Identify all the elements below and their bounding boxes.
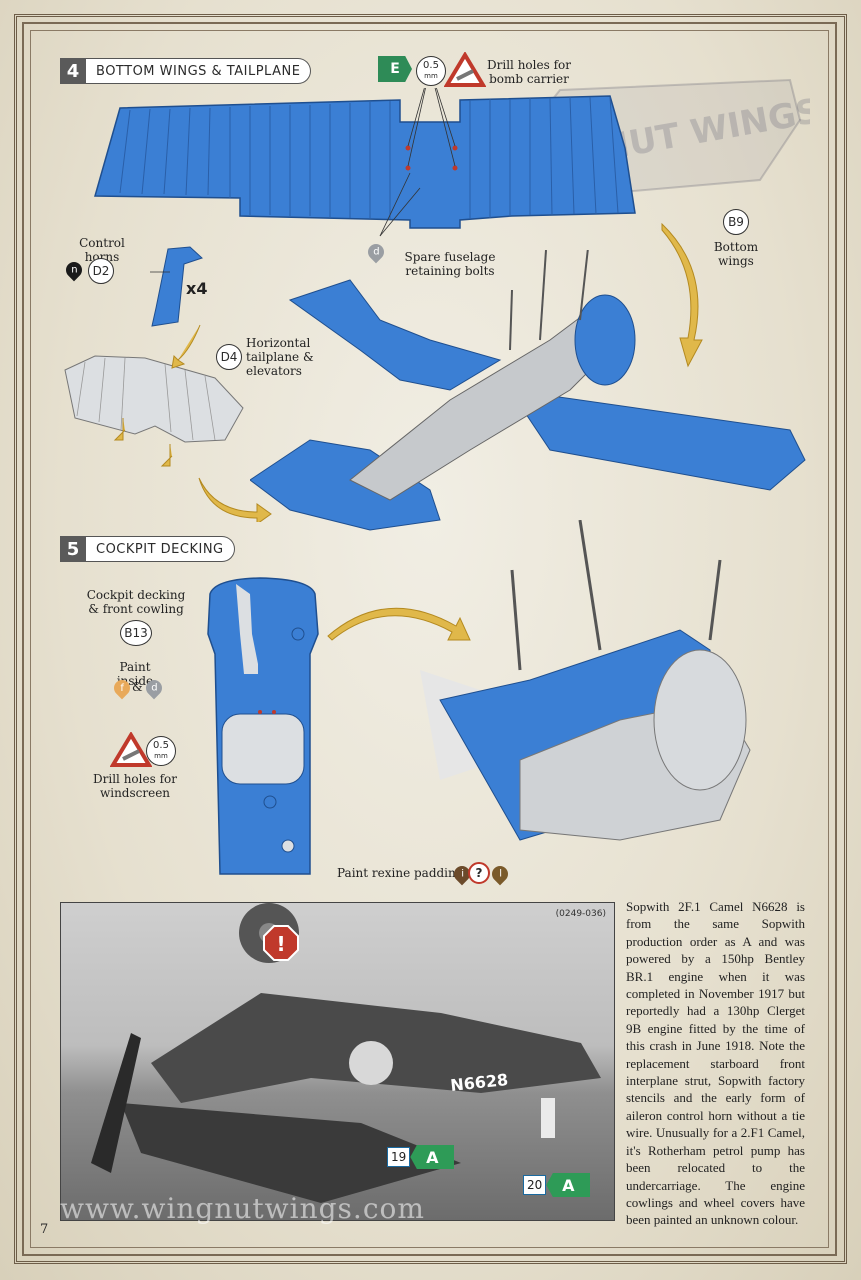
callout-letter: A (410, 1145, 455, 1169)
callout-19: 19 A (387, 1145, 455, 1169)
paint-badge-e: E (378, 56, 412, 82)
step-5-header: 5 COCKPIT DECKING (60, 536, 235, 562)
step-number: 5 (60, 536, 86, 562)
drill-warning-icon (110, 732, 152, 767)
drill-note-windscreen: Drill holes for windscreen (93, 772, 177, 800)
callout-20: 20 A (523, 1173, 591, 1197)
page-number: 7 (40, 1222, 49, 1237)
drill-size-badge: 0.5 mm (416, 56, 446, 86)
arrow-large-curve (661, 222, 703, 368)
spare-bolts-label: Spare fuselage retaining bolts (404, 250, 496, 278)
cockpit-assembly-drawing (420, 520, 751, 841)
site-watermark: www.wingnutwings.com (60, 1192, 425, 1225)
drill-size: 0.5 (423, 60, 439, 71)
warning-octagon-icon: ! (263, 925, 299, 961)
arrow-to-cockpit (327, 607, 471, 641)
part-b13: B13 (120, 620, 152, 646)
drill-size: 0.5 (153, 740, 169, 751)
crashed-aircraft-silhouette: N6628 (91, 903, 601, 1203)
quantity-x4: x4 (186, 279, 208, 298)
drill-size-badge: 0.5 mm (146, 736, 176, 766)
frame-outer (22, 22, 837, 1256)
tailplane-label: Horizontal tailplane & elevators (246, 336, 314, 378)
control-horn-drawing (150, 246, 203, 327)
photo-caption: Sopwith 2F.1 Camel N6628 is from the sam… (626, 899, 805, 1228)
drill-warning-icon (444, 52, 486, 87)
decking-label: Cockpit decking & front cowling (86, 588, 186, 616)
part-d4: D4 (216, 344, 242, 370)
step-number: 4 (60, 58, 86, 84)
step-title: COCKPIT DECKING (86, 536, 235, 562)
arrow-down-curve (171, 324, 201, 369)
paint-unknown: ? (468, 862, 490, 884)
callout-number: 19 (387, 1147, 411, 1167)
arrow-right-curve (198, 477, 272, 522)
step-title: BOTTOM WINGS & TAILPLANE (86, 58, 312, 84)
callout-number: 20 (523, 1175, 547, 1195)
photo-reference: (0249-036) (555, 909, 606, 919)
part-d2: D2 (88, 258, 114, 284)
aircraft-assembly-drawing (250, 250, 806, 531)
bottom-wings-label: Bottom wings (713, 240, 759, 268)
bottom-wings-drawing (94, 88, 636, 237)
cockpit-decking-drawing (207, 577, 319, 875)
decorative-frame (14, 14, 847, 1264)
step-4-header: 4 BOTTOM WINGS & TAILPLANE (60, 58, 312, 84)
part-b9: B9 (723, 209, 749, 235)
rexine-label: Paint rexine padding (337, 866, 464, 880)
callout-letter: A (546, 1173, 591, 1197)
tailplane-drawing (64, 355, 244, 467)
drill-unit: mm (154, 752, 168, 760)
historical-photo: (0249-036) N6628 ! 19 A 20 A (60, 902, 615, 1221)
svg-text:!: ! (276, 932, 285, 956)
amp: & (132, 680, 143, 694)
drill-note-bomb-carrier: Drill holes for bomb carrier (487, 58, 571, 86)
frame-inner (30, 30, 829, 1248)
drill-unit: mm (424, 72, 438, 80)
